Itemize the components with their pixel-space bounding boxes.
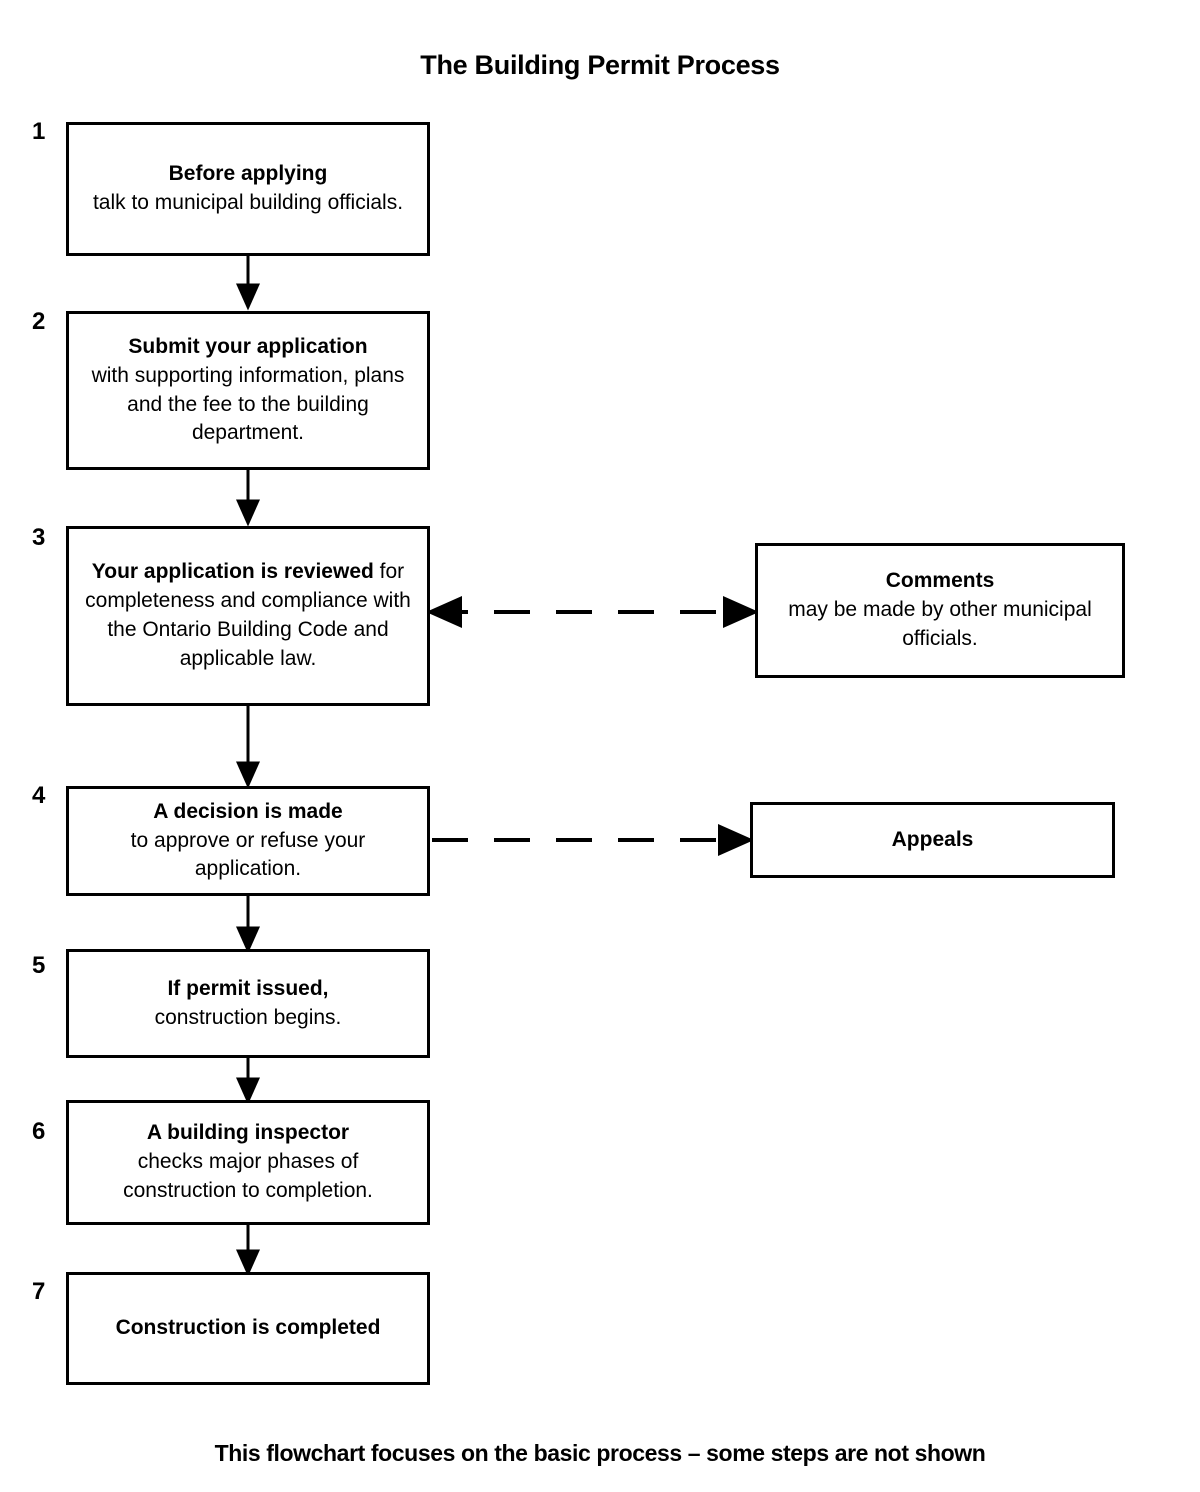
step-body-4: to approve or refuse your application. — [130, 828, 366, 881]
step-text-4: A decision is made to approve or refuse … — [69, 798, 427, 885]
step-heading-6: A building inspector — [146, 1121, 350, 1145]
step-heading-7: Construction is completed — [115, 1316, 381, 1340]
step-box-4[interactable]: A decision is made to approve or refuse … — [66, 786, 430, 896]
step-heading-1: Before applying — [168, 162, 328, 186]
step-box-6[interactable]: A building inspector checks major phases… — [66, 1100, 430, 1225]
step-text-5: If permit issued, construction begins. — [145, 975, 352, 1033]
step-number-7: 7 — [32, 1278, 46, 1305]
step-number-5: 5 — [32, 952, 46, 979]
side-box-appeals[interactable]: Appeals — [750, 802, 1115, 878]
step-number-4: 4 — [32, 782, 46, 809]
step-box-1[interactable]: Before applying talk to municipal buildi… — [66, 122, 430, 256]
step-text-6: A building inspector checks major phases… — [69, 1119, 427, 1206]
step-box-7[interactable]: Construction is completed — [66, 1272, 430, 1385]
side-text-appeals: Appeals — [882, 826, 984, 855]
step-text-2: Submit your application with supporting … — [69, 333, 427, 449]
step-body-1: talk to municipal building officials. — [92, 191, 404, 214]
side-text-comments: Comments may be made by other municipal … — [758, 567, 1122, 654]
step-body-5: construction begins. — [154, 1005, 342, 1029]
side-body-comments: may be made by other municipal officials… — [788, 598, 1092, 650]
step-body-2: with supporting information, plans and t… — [91, 363, 405, 445]
step-heading-5: If permit issued, — [167, 976, 329, 1000]
step-number-6: 6 — [32, 1118, 46, 1145]
step-number-3: 3 — [32, 524, 46, 551]
step-text-1: Before applying talk to municipal buildi… — [83, 160, 413, 218]
step-text-3: Your application is reviewed for complet… — [69, 558, 427, 674]
footer-note: This flowchart focuses on the basic proc… — [214, 1440, 986, 1466]
step-box-3[interactable]: Your application is reviewed for complet… — [66, 526, 430, 706]
side-box-comments[interactable]: Comments may be made by other municipal … — [755, 543, 1125, 678]
step-box-2[interactable]: Submit your application with supporting … — [66, 311, 430, 470]
step-text-7: Construction is completed — [106, 1314, 391, 1343]
side-heading-appeals: Appeals — [891, 827, 974, 851]
step-box-5[interactable]: If permit issued, construction begins. — [66, 949, 430, 1058]
step-number-2: 2 — [32, 308, 46, 335]
side-heading-comments: Comments — [885, 569, 995, 593]
step-heading-3: Your application is reviewed — [91, 560, 374, 584]
step-body-3: for completeness and compliance with the… — [85, 560, 411, 670]
page-title: The Building Permit Process — [420, 50, 780, 80]
step-number-1: 1 — [32, 118, 46, 145]
step-heading-4: A decision is made — [153, 799, 343, 823]
step-body-6: checks major phases of construction to c… — [123, 1150, 373, 1202]
step-heading-2: Submit your application — [128, 334, 368, 358]
